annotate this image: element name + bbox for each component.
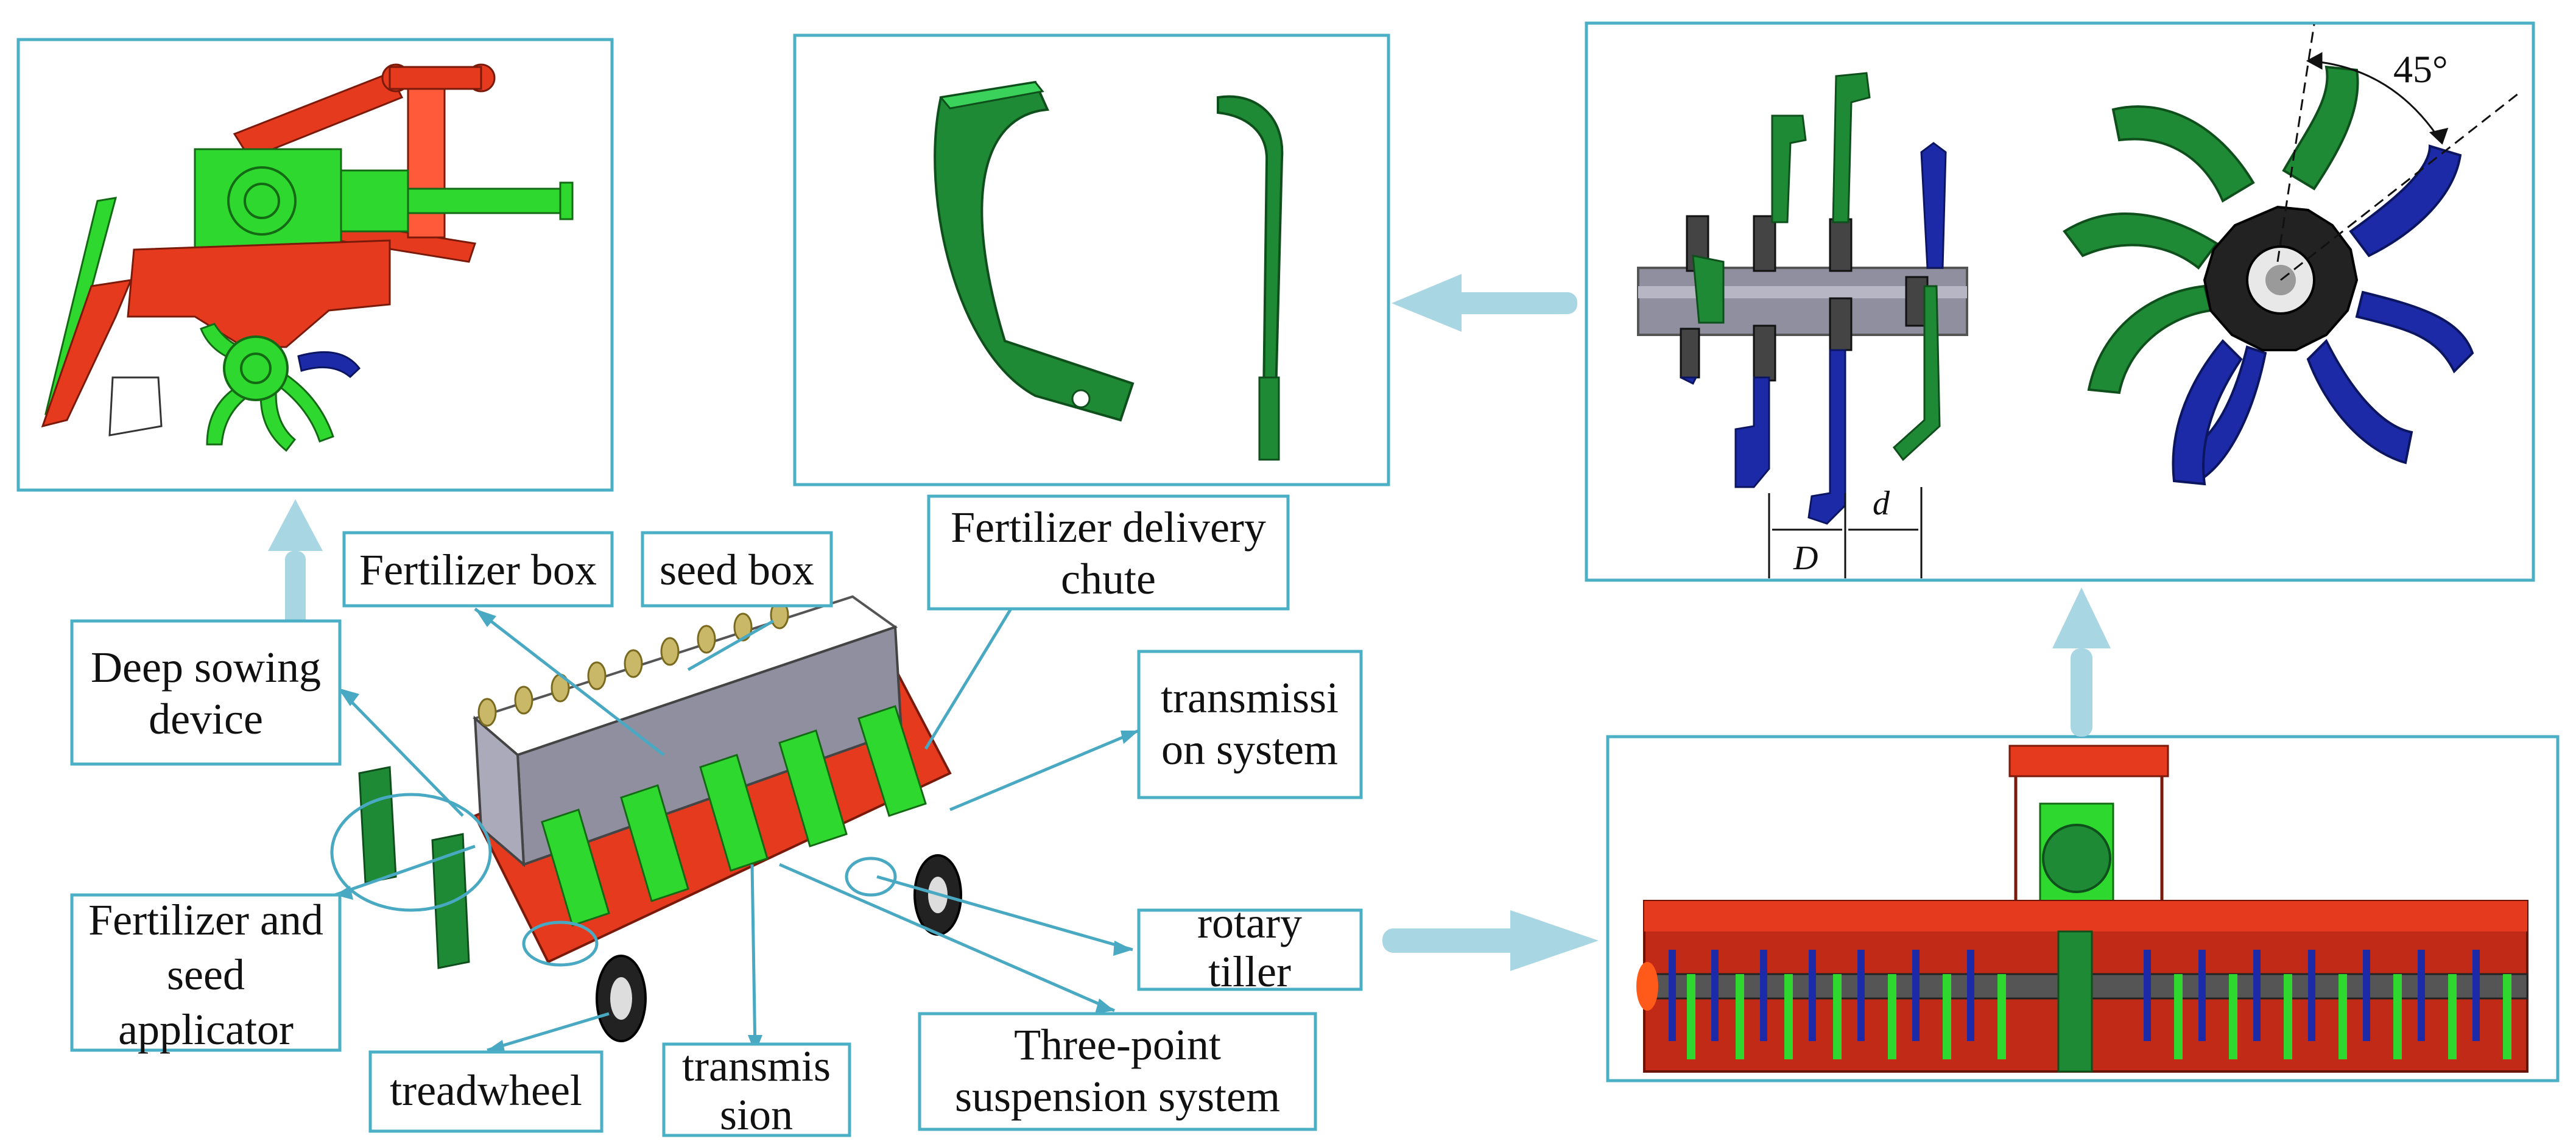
angle-indicator bbox=[2276, 24, 2522, 281]
treadwheel-text: treadwheel bbox=[390, 1066, 582, 1115]
left-arrow-icon bbox=[1392, 274, 1577, 332]
spacing-dimension bbox=[1768, 487, 1923, 578]
label-applicator: Fertilizer and seed applicator bbox=[70, 893, 342, 1054]
leader-lines bbox=[334, 608, 1139, 1054]
label-rotary-tiller: rotary tiller bbox=[1137, 899, 1363, 996]
label-transmission: transmis sion bbox=[662, 1042, 851, 1139]
curved-blade-front bbox=[934, 80, 1135, 422]
rotor-disk bbox=[2063, 65, 2474, 486]
applicator-line1: Fertilizer and bbox=[88, 896, 323, 944]
panel-rotor-detail: D d bbox=[1585, 21, 2535, 582]
label-transmission-system: transmissi on system bbox=[1137, 650, 1363, 799]
deep-sowing-line1: Deep sowing bbox=[91, 643, 321, 692]
rotary-tiller-line1: rotary bbox=[1197, 899, 1302, 947]
panel-blades bbox=[793, 33, 1390, 486]
transmission-system-line2: on system bbox=[1161, 725, 1338, 774]
panel-blades-frame bbox=[793, 33, 1390, 486]
label-treadwheel: treadwheel bbox=[368, 1050, 604, 1133]
label-fertilizer-chute: Fertilizer delivery chute bbox=[927, 494, 1290, 611]
transmission-system-line1: transmissi bbox=[1161, 673, 1339, 722]
seeder-machine bbox=[330, 595, 962, 1042]
right-arrow-icon bbox=[1382, 910, 1599, 971]
label-three-point-suspension: Three-point suspension system bbox=[918, 1012, 1317, 1131]
fertilizer-chute-line1: Fertilizer delivery bbox=[951, 503, 1266, 552]
label-fertilizer-box: Fertilizer box bbox=[342, 531, 614, 608]
spacing-label-small: d bbox=[1873, 485, 1890, 522]
three-point-line1: Three-point bbox=[1014, 1020, 1221, 1069]
label-seed-box: seed box bbox=[641, 531, 833, 608]
up-arrow-icon bbox=[268, 499, 323, 633]
flow-arrows bbox=[268, 274, 2111, 971]
fertilizer-box-text: Fertilizer box bbox=[359, 545, 597, 594]
transmission-line2: sion bbox=[720, 1090, 793, 1139]
panel-side-view bbox=[16, 38, 614, 492]
transmission-line1: transmis bbox=[682, 1042, 831, 1090]
up-arrow-icon bbox=[2052, 588, 2111, 737]
fertilizer-chute-line2: chute bbox=[1061, 555, 1156, 603]
spacing-label-big: D bbox=[1793, 539, 1818, 577]
applicator-line3: applicator bbox=[118, 1005, 294, 1054]
deep-sowing-line2: device bbox=[149, 695, 263, 743]
angle-label: 45° bbox=[2393, 47, 2448, 91]
three-point-line2: suspension system bbox=[955, 1072, 1280, 1121]
seed-box-text: seed box bbox=[660, 545, 814, 594]
rotary-tiller-line2: tiller bbox=[1208, 947, 1291, 996]
applicator-line2: seed bbox=[167, 950, 245, 999]
label-deep-sowing: Deep sowing device bbox=[70, 619, 342, 766]
panel-tiller-front bbox=[1606, 735, 2560, 1082]
